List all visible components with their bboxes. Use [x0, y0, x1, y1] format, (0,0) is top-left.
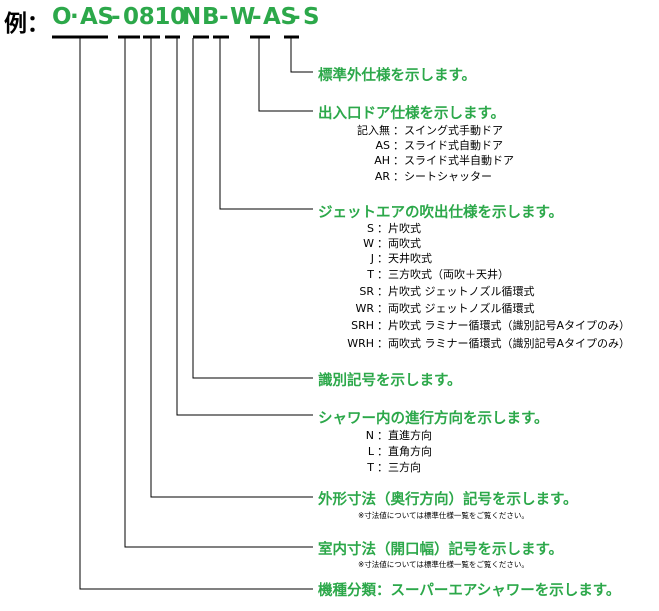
option-key: SR	[359, 285, 374, 298]
option-key: J	[370, 252, 374, 265]
option-key: T	[367, 461, 374, 474]
option-value: シートシャッター	[404, 170, 492, 183]
heading-direction: シャワー内の進行方向を示します。	[318, 411, 549, 427]
code-segment: W	[230, 4, 256, 30]
code-segment: 0810	[123, 4, 186, 30]
option-value: 直進方向	[388, 429, 432, 442]
option-key: N	[365, 429, 374, 442]
heading-door-spec: 出入口ドア仕様を示します。	[318, 106, 506, 122]
heading-outer-dimension: 外形寸法（奥行方向）記号を示します。	[318, 492, 578, 508]
heading-standard-external-spec: 標準外仕様を示します。	[318, 68, 477, 84]
option-value: 片吹式 ジェットノズル循環式	[388, 285, 535, 298]
connector-line	[124, 38, 313, 548]
heading-identifier: 識別記号を示します。	[318, 373, 462, 389]
option-value: 直角方向	[388, 445, 432, 458]
code-segment: AS	[263, 4, 297, 30]
code-segment: -	[111, 4, 121, 30]
heading-jet-air-spec: ジェットエアの吹出仕様を示します。	[318, 205, 564, 221]
code-segment: -	[252, 4, 262, 30]
option-key: L	[367, 445, 374, 458]
option-key: W	[363, 237, 374, 250]
connector-line	[176, 38, 313, 416]
code-segment: -	[219, 4, 229, 30]
option-value: 片吹式	[388, 222, 421, 235]
option-value: 三方向	[388, 461, 421, 474]
option-value: 両吹式 ラミナー循環式（識別記号Aタイプのみ）	[388, 337, 631, 350]
option-key: AR	[374, 170, 390, 183]
connector-line	[219, 38, 313, 210]
option-key: SRH	[351, 319, 374, 332]
code-segment: N	[182, 4, 201, 30]
option-key: S	[367, 222, 374, 235]
code-segment: O	[52, 4, 72, 30]
option-key: 記入無	[357, 124, 390, 137]
inner-dimension-note: ※寸法値については標準仕様一覧をご覧ください。	[358, 560, 529, 569]
option-value: スライド式自動ドア	[404, 139, 503, 152]
code-segment: -	[291, 4, 301, 30]
connector-line	[150, 38, 313, 498]
code-segment: B	[202, 4, 220, 30]
option-value: 両吹式	[388, 237, 421, 250]
code-prefix: 例：	[4, 11, 50, 37]
option-key: WR	[355, 302, 374, 315]
connector-line	[192, 38, 313, 379]
connector-line	[258, 38, 313, 112]
connector-line	[290, 38, 313, 73]
code-segment: AS	[80, 4, 114, 30]
option-key: T	[367, 268, 374, 281]
option-value: 天井吹式	[388, 252, 432, 265]
code-segment: S	[303, 4, 320, 30]
option-value: 両吹式 ジェットノズル循環式	[388, 302, 535, 315]
code-segment: ·	[70, 4, 79, 30]
outer-dimension-note: ※寸法値については標準仕様一覧をご覧ください。	[358, 511, 529, 520]
heading-model-type: 機種分類：スーパーエアシャワーを示します。	[318, 583, 621, 599]
option-key: AH	[374, 154, 390, 167]
option-value: スイング式手動ドア	[404, 124, 503, 137]
option-key: WRH	[347, 337, 374, 350]
option-value: スライド式半自動ドア	[404, 154, 514, 167]
heading-inner-dimension: 室内寸法（開口幅）記号を示します。	[318, 542, 564, 558]
option-key: AS	[375, 139, 390, 152]
option-value: 片吹式 ラミナー循環式（識別記号Aタイプのみ）	[388, 319, 631, 332]
option-value: 三方吹式（両吹＋天井）	[388, 268, 509, 281]
connector-line	[79, 38, 313, 590]
